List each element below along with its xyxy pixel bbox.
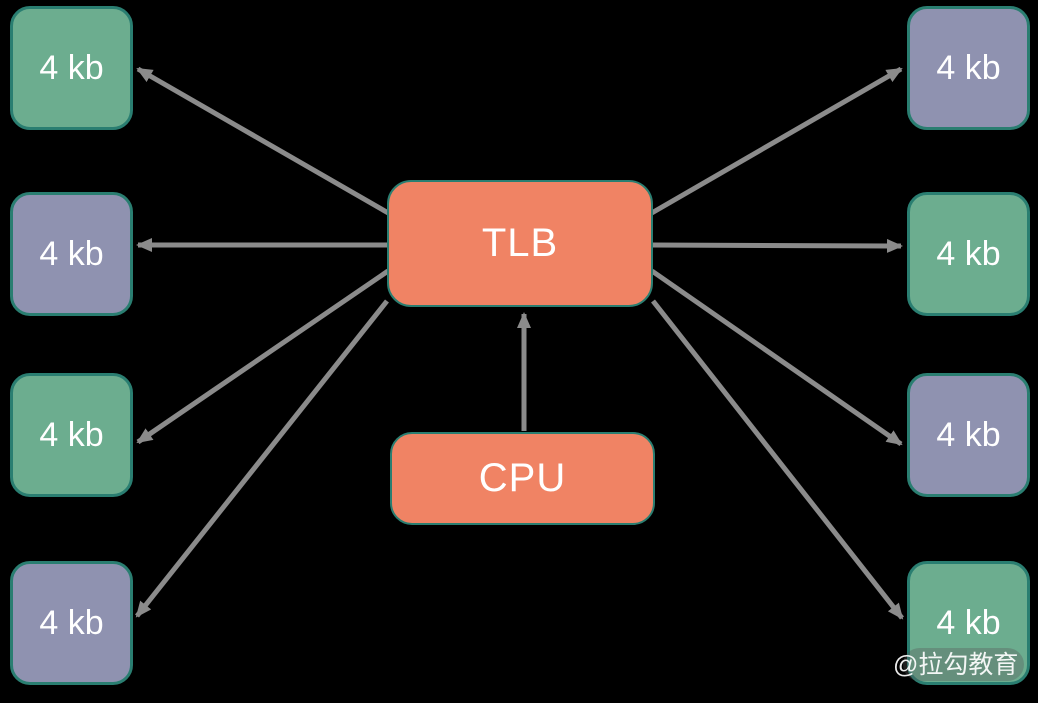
arrow-tlb-to-right-page-4 [651,299,904,620]
arrow-tlb-to-left-page-4 [135,299,389,618]
page-box-left-4: 4 kb [10,561,133,685]
watermark-pill [903,648,1024,681]
arrow-tlb-to-right-page-3 [650,268,903,447]
arrow-tlb-to-right-page-2 [651,238,903,253]
arrow-tlb-to-left-page-1 [136,66,392,217]
tlb-label: TLB [481,221,559,265]
page-label: 4 kb [936,234,1001,273]
page-label: 4 kb [39,415,104,454]
page-box-right-2: 4 kb [907,192,1030,316]
page-box-left-1: 4 kb [10,6,133,130]
page-label: 4 kb [936,48,1001,87]
cpu-label: CPU [478,456,567,500]
page-label: 4 kb [936,415,1001,454]
cpu-box: CPU [390,432,655,525]
tlb-box: TLB [387,180,653,307]
page-label: 4 kb [936,603,1001,642]
page-box-right-1: 4 kb [907,6,1030,130]
page-box-left-2: 4 kb [10,192,133,316]
page-box-right-4: 4 kb [907,561,1030,685]
arrow-tlb-to-right-page-1 [648,66,903,217]
page-box-left-3: 4 kb [10,373,133,497]
page-label: 4 kb [39,603,104,642]
watermark-text: @拉勾教育 [893,651,1019,679]
page-label: 4 kb [39,48,104,87]
arrow-tlb-to-left-page-3 [136,268,390,445]
page-label: 4 kb [39,234,104,273]
page-box-right-3: 4 kb [907,373,1030,497]
